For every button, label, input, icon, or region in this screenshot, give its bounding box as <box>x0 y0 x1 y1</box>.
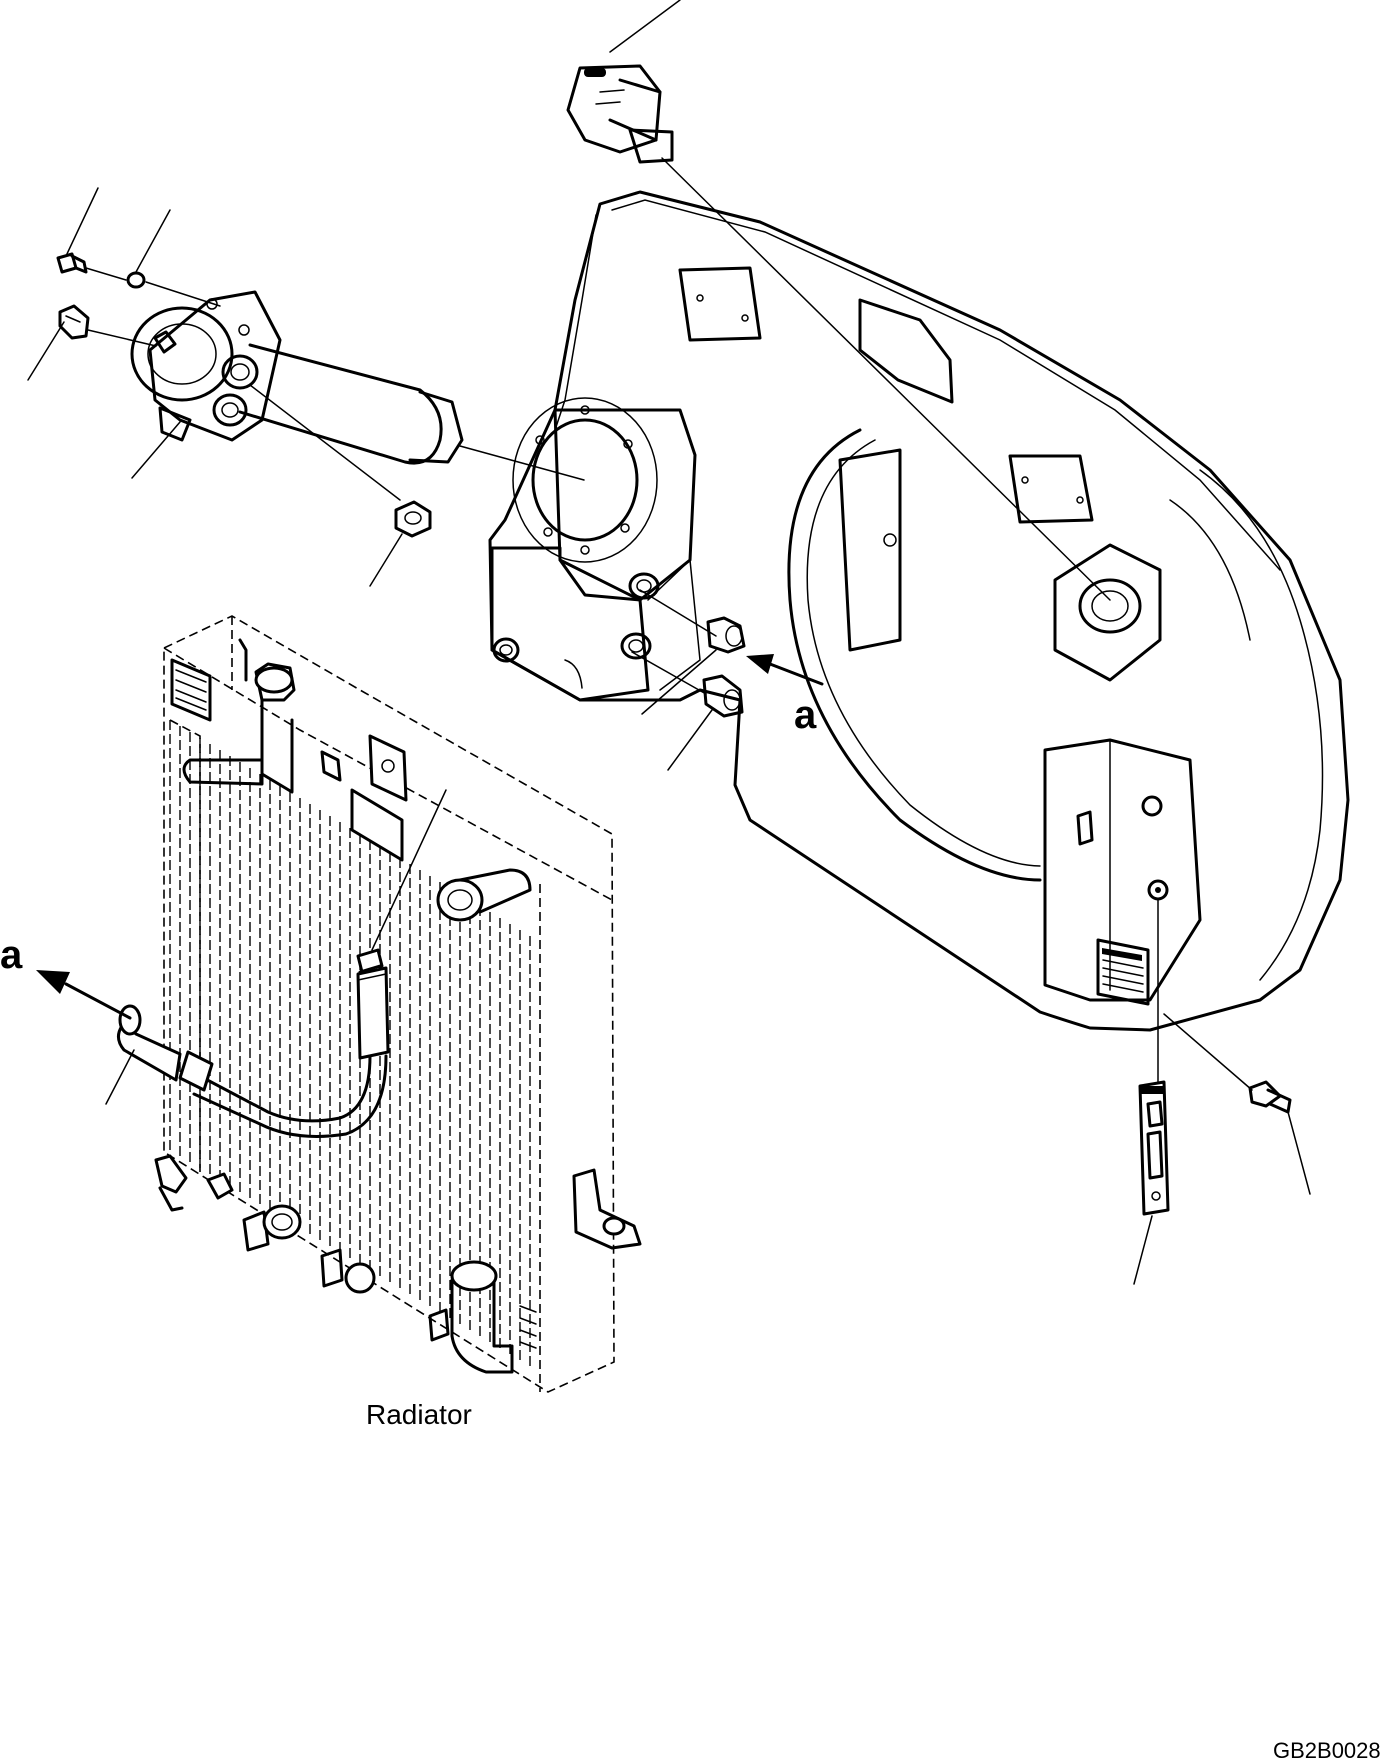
tank-to-bolt-line <box>1163 1013 1253 1091</box>
oil-cooler-hose <box>105 966 390 1138</box>
reference-arrow-a-top: a <box>746 654 824 737</box>
mounting-bolt <box>56 187 99 274</box>
caution-plate <box>1096 938 1150 1006</box>
elbow-fitting <box>58 304 90 340</box>
washer <box>126 209 171 289</box>
reference-label-a-left: a <box>0 933 23 977</box>
filter-to-tank-line <box>459 445 585 481</box>
reference-arrow-a-left: a <box>0 933 132 1020</box>
filter-to-plug-line <box>249 384 401 501</box>
port-to-union-line-2 <box>631 651 707 695</box>
bolt-to-filter-line <box>87 329 157 347</box>
union-fitting-upper <box>641 616 746 715</box>
hydraulic-tank <box>488 190 1350 1032</box>
drawing-code: GB2B0028 <box>1273 1738 1381 1763</box>
breather-cap <box>566 0 681 164</box>
radiator: Radiator <box>105 615 642 1430</box>
reference-label-a-top: a <box>794 693 817 737</box>
bolt-to-washer-line <box>85 267 127 281</box>
radiator-core <box>169 720 531 1366</box>
sight-gauge <box>1133 1080 1170 1285</box>
port-to-union-line <box>639 589 717 637</box>
union-fitting-lower <box>667 674 744 771</box>
gauge-bolt <box>1248 1080 1311 1195</box>
radiator-label: Radiator <box>366 1399 472 1430</box>
radiator-decal <box>170 658 212 722</box>
breather-to-tank-line <box>661 157 1111 601</box>
washer-to-filter-line <box>145 281 221 307</box>
drain-plug <box>369 500 432 587</box>
hydraulic-filter <box>27 290 464 479</box>
